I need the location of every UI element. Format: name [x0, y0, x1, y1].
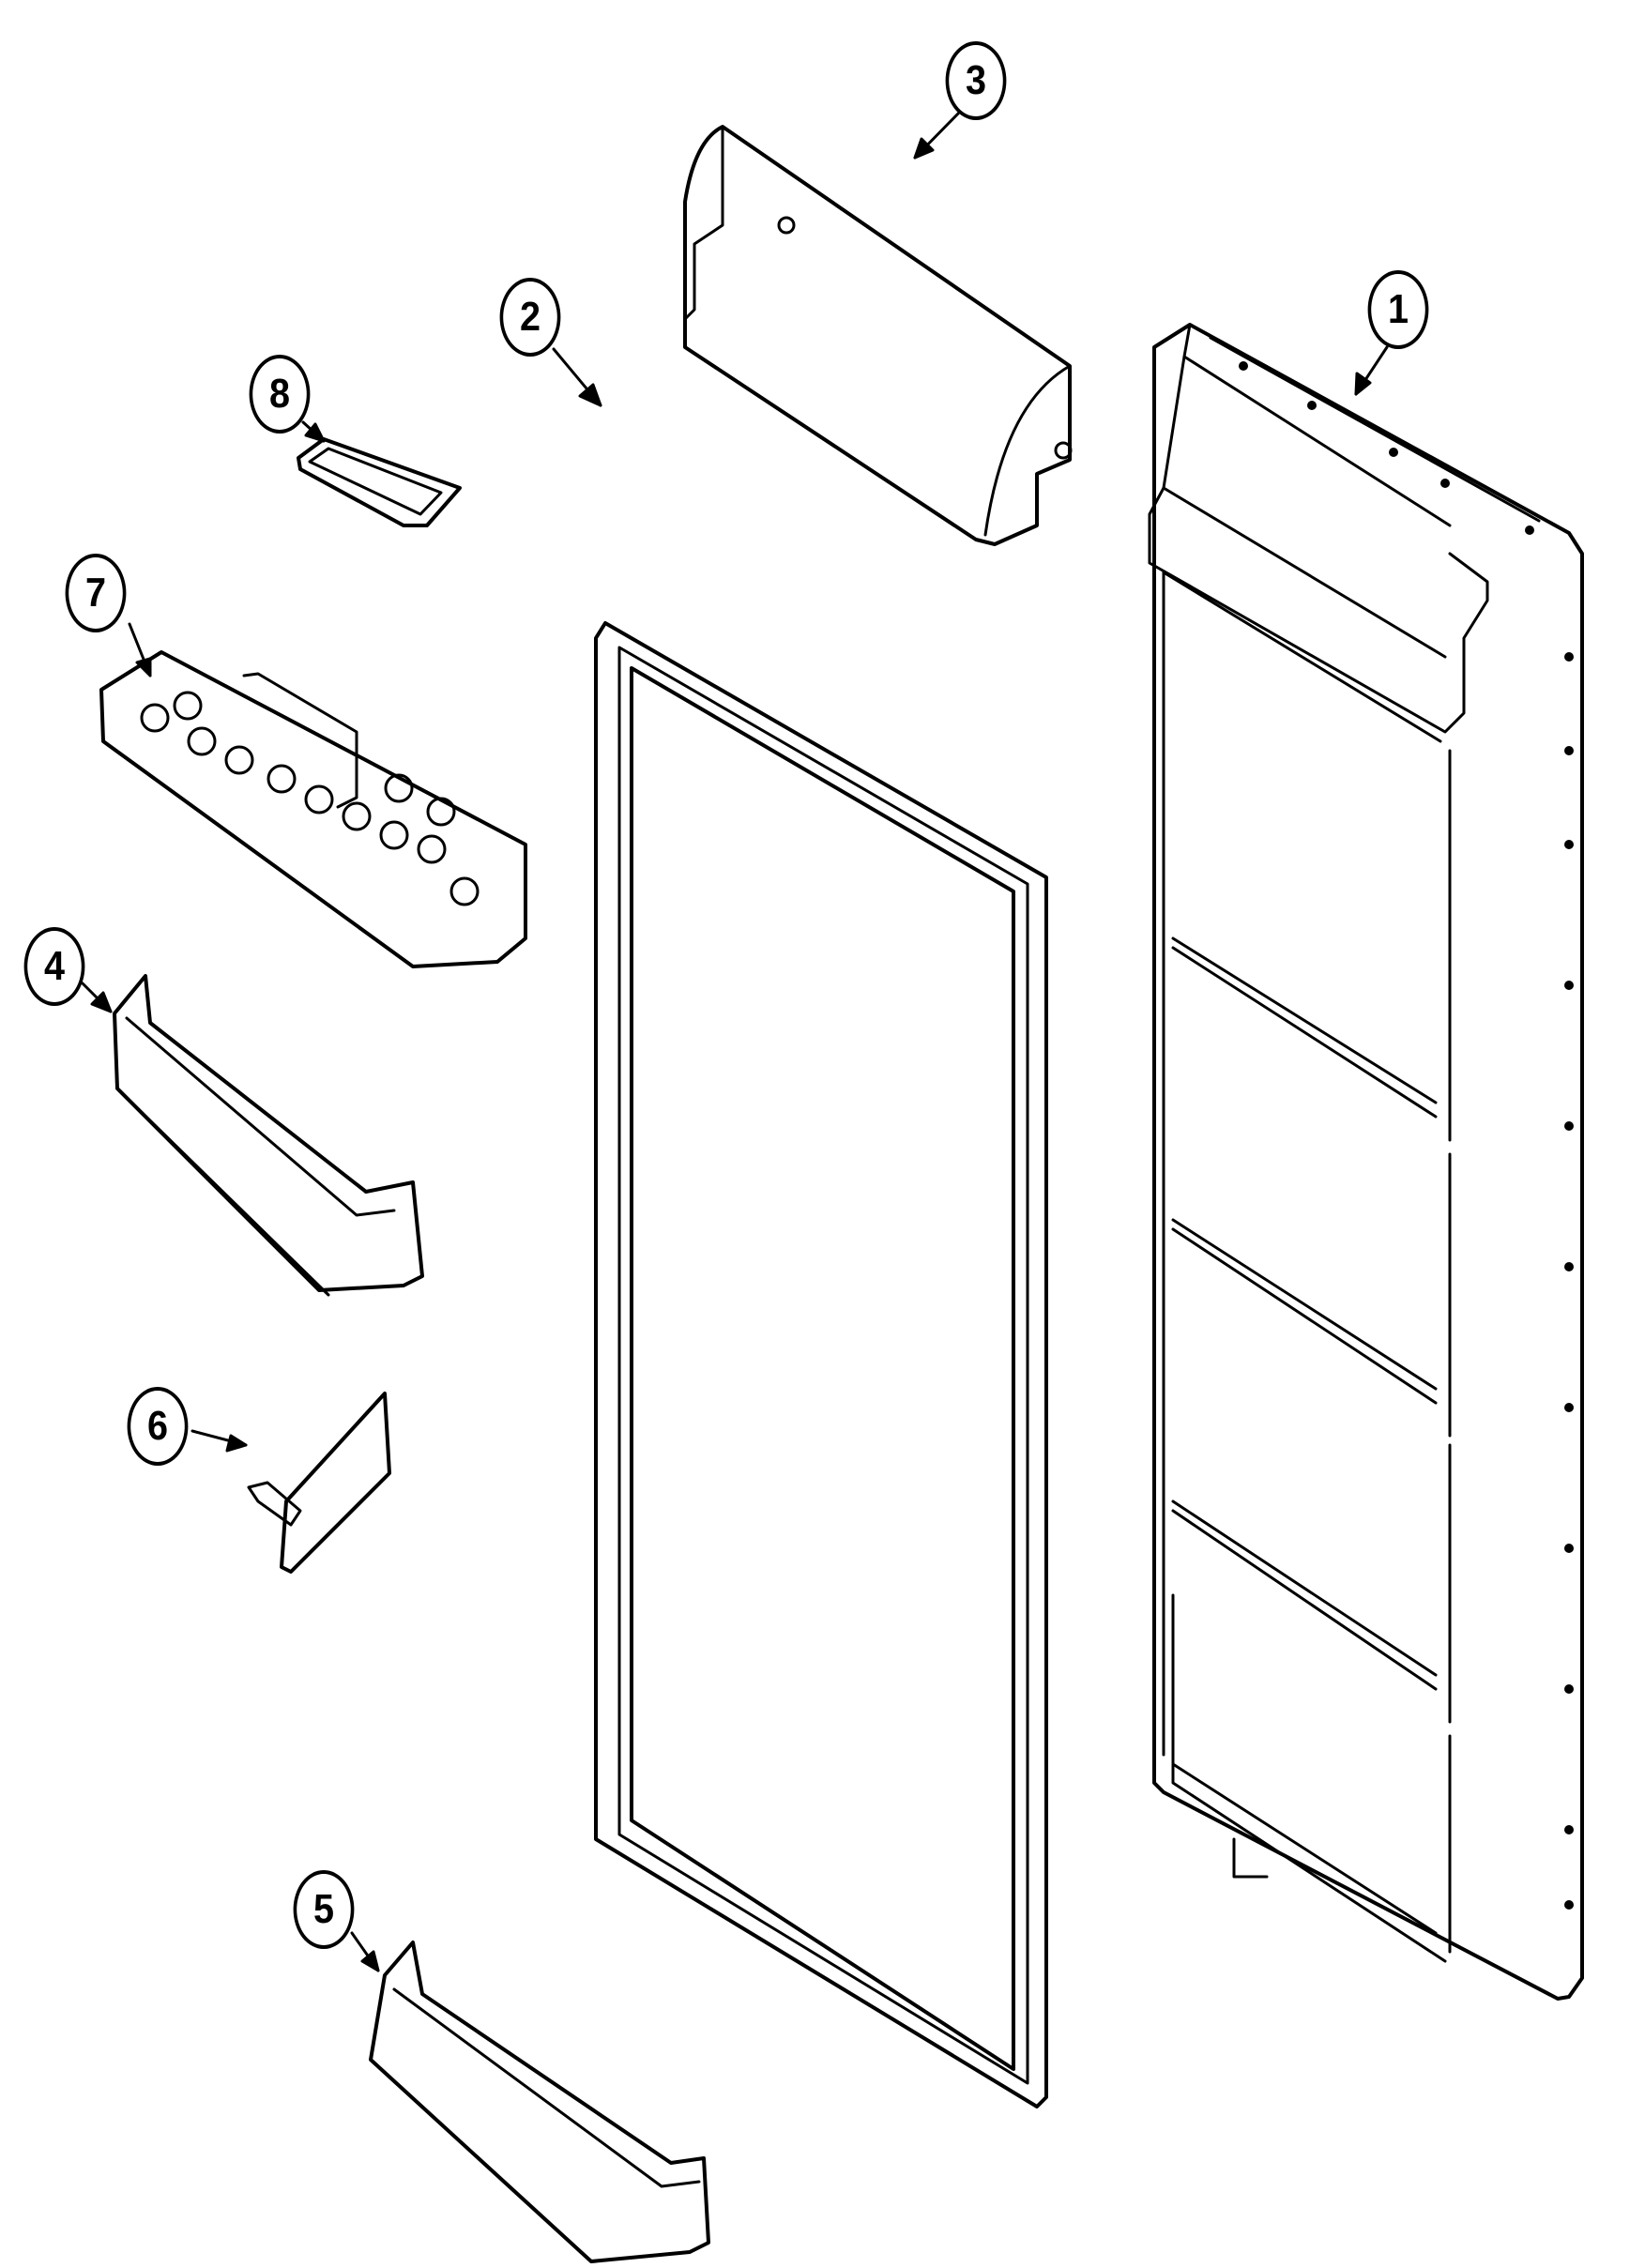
egg-tray-part: [99, 650, 527, 968]
callout-4: 4: [23, 927, 85, 1006]
screw-holes: [1239, 361, 1574, 1910]
dairy-door-part: [683, 125, 1073, 546]
egg-cups: [140, 691, 480, 906]
callout-3: 3: [945, 41, 1007, 120]
door-gasket-part: [594, 621, 1048, 2108]
butter-tray-part: [297, 437, 462, 527]
upper-bin-part: [113, 974, 424, 1297]
callout-2: 2: [499, 278, 561, 357]
callout-1: 1: [1367, 270, 1429, 349]
callout-5: 5: [293, 1870, 355, 1949]
leader-arrows: [81, 111, 1389, 1972]
clip-part: [247, 1392, 391, 1574]
callout-6: 6: [127, 1387, 189, 1466]
door-liner-part: [1148, 323, 1584, 2001]
lower-bin-part: [369, 1941, 710, 2263]
callout-7: 7: [65, 554, 127, 632]
callout-8: 8: [249, 355, 311, 434]
